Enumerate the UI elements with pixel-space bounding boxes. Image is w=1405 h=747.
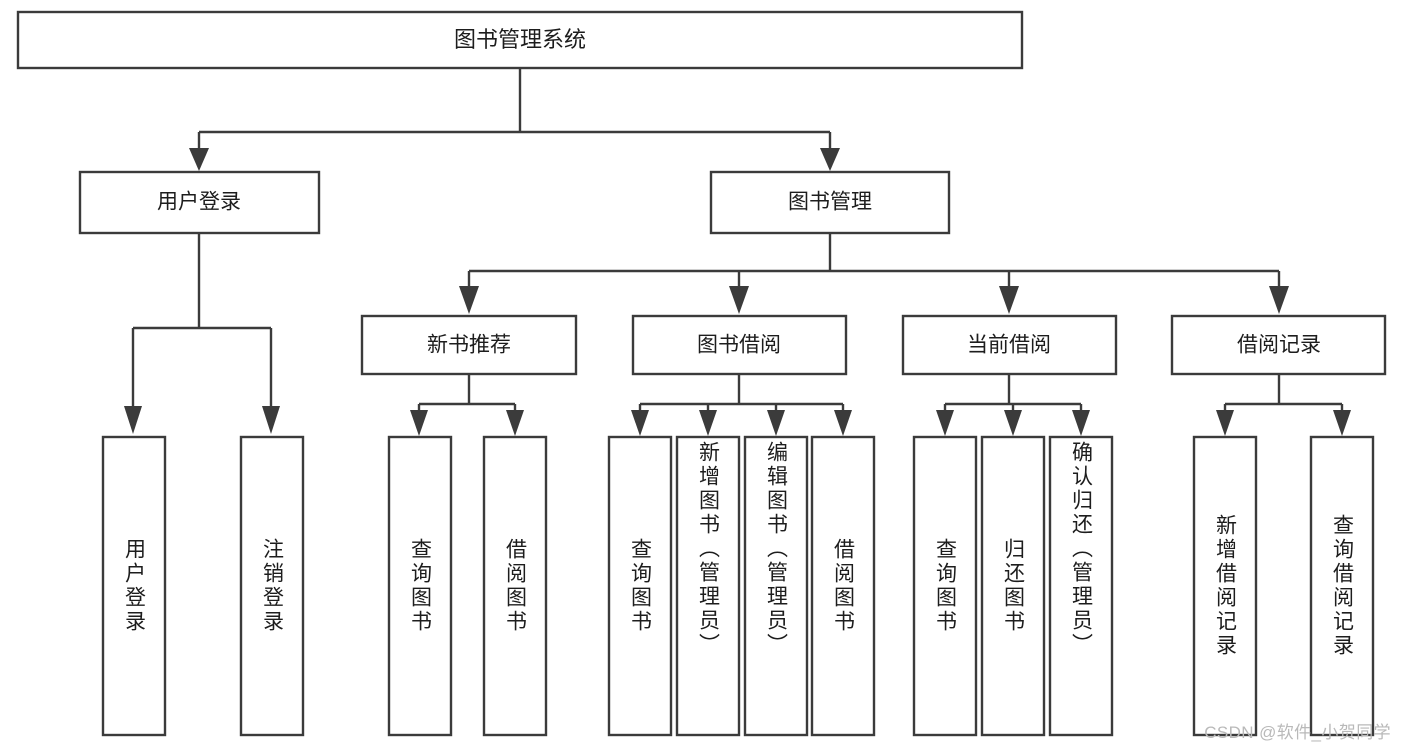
node-book-borrow-label: 图书借阅 [697,334,781,357]
arrow-head-book-management [820,148,840,171]
node-book-management-box[interactable] [709,170,951,235]
arrow-head-new-book-recommend [459,286,479,314]
arrow-head-leaf-add-book [699,410,717,436]
node-book-management-label: 图书管理 [788,191,872,214]
leaf-query-book-3-box[interactable] [912,435,978,737]
arrow-head-book-borrow [729,286,749,314]
node-new-book-recommend-label: 新书推荐 [427,334,511,357]
leaf-borrow-book-1-box[interactable] [482,435,548,737]
leaf-query-book-1-box[interactable] [387,435,453,737]
node-title-label: 图书管理系统 [454,27,586,52]
arrow-head-leaf-add-record [1216,410,1234,436]
node-book-borrow[interactable]: 图书借阅 [631,314,848,376]
node-current-borrow-box[interactable] [901,314,1118,376]
node-new-book-recommend[interactable]: 新书推荐 [360,314,578,376]
arrow-head-leaf-logout-login [262,406,280,434]
node-user-login-box[interactable] [78,170,321,235]
node-title[interactable]: 图书管理系统 [16,10,1024,70]
leaf-borrow-book-2-box[interactable] [810,435,876,737]
leaf-add-record-box[interactable] [1192,435,1258,737]
node-borrow-record-label: 借阅记录 [1237,334,1321,357]
node-borrow-record[interactable]: 借阅记录 [1170,314,1387,376]
leaf-edit-book-box[interactable] [743,435,809,737]
node-current-borrow-label: 当前借阅 [967,334,1051,357]
leaf-add-book-box[interactable] [675,435,741,737]
leaf-return-book-box[interactable] [980,435,1046,737]
arrow-head-leaf-user-login [124,406,142,434]
leaf-confirm-return-box[interactable] [1048,435,1114,737]
node-borrow-record-box[interactable] [1170,314,1387,376]
leaf-query-record-box[interactable] [1309,435,1375,737]
node-title-box[interactable] [16,10,1024,70]
leaf-user-login-box[interactable] [101,435,167,737]
arrow-head-leaf-query-book-1 [410,410,428,436]
arrow-head-leaf-borrow-book-1 [506,410,524,436]
arrow-head-current-borrow [999,286,1019,314]
arrow-head-leaf-confirm-return [1072,410,1090,436]
node-current-borrow[interactable]: 当前借阅 [901,314,1118,376]
node-book-management[interactable]: 图书管理 [709,170,951,235]
node-user-login-label: 用户登录 [157,191,241,214]
node-book-borrow-box[interactable] [631,314,848,376]
leaf-query-book-2-box[interactable] [607,435,673,737]
node-user-login[interactable]: 用户登录 [78,170,321,235]
leaf-logout-login-box[interactable] [239,435,305,737]
arrow-head-leaf-query-book-2 [631,410,649,436]
arrow-head-leaf-query-record [1333,410,1351,436]
arrow-head-leaf-return-book [1004,410,1022,436]
arrow-head-leaf-query-book-3 [936,410,954,436]
watermark: CSDN @软件_小贺同学 [1204,723,1391,742]
arrow-head-user-login [189,148,209,171]
arrow-head-leaf-edit-book [767,410,785,436]
connectors-group [124,68,1351,436]
arrow-head-borrow-record [1269,286,1289,314]
node-new-book-recommend-box[interactable] [360,314,578,376]
leaf-boxes-group [101,435,1375,737]
arrow-head-leaf-borrow-book-2 [834,410,852,436]
